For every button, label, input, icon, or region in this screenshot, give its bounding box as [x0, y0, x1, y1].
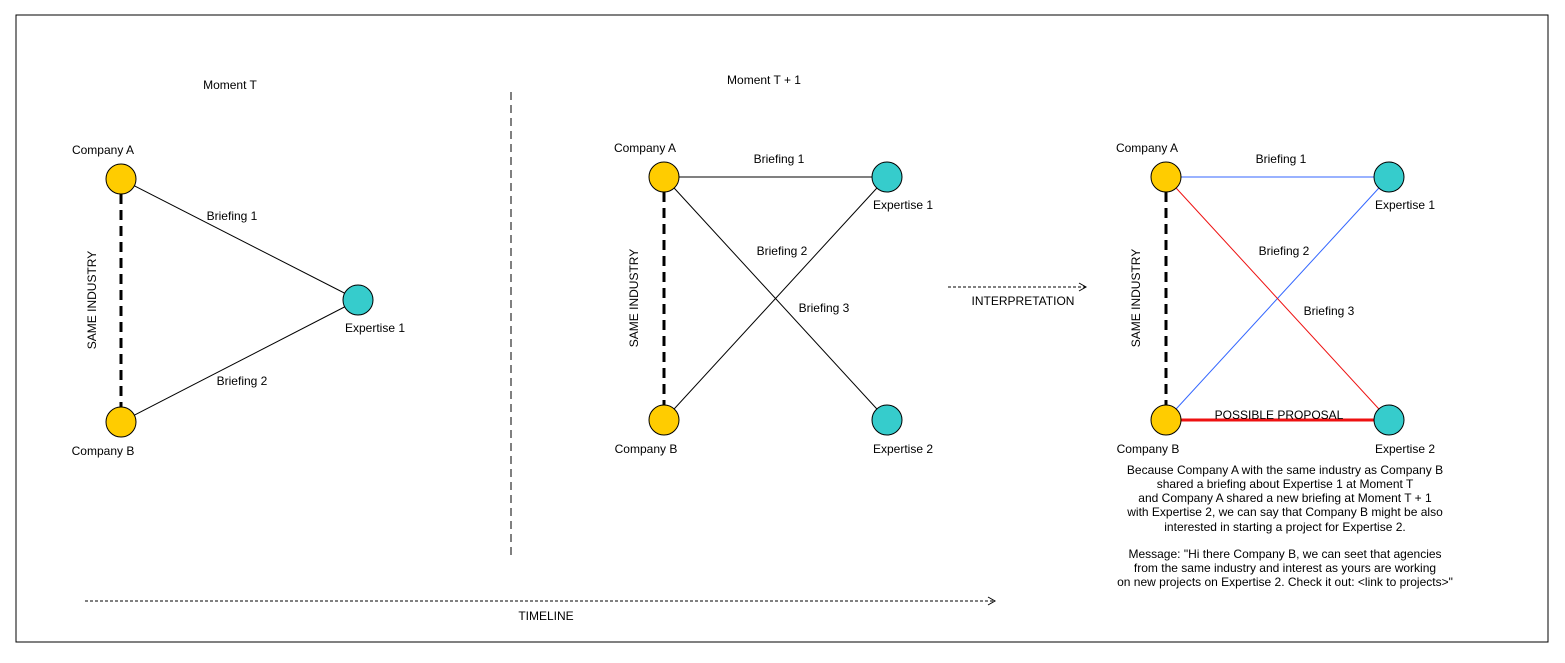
panel2-briefing-3-edge — [663, 176, 888, 421]
panel3-message: Message: "Hi there Company B, we can see… — [1117, 547, 1453, 589]
panel3-company-a-label: Company A — [1116, 141, 1178, 155]
panel2-company-b-label: Company B — [615, 442, 678, 456]
panel2-same-industry-label: SAME INDUSTRY — [627, 249, 641, 347]
panel1-expertise-1-node — [342, 284, 374, 316]
interpretation-label: INTERPRETATION — [972, 294, 1075, 308]
panel3-company-b-label: Company B — [1117, 442, 1180, 456]
panel1-briefing-1-edge — [120, 178, 359, 301]
panel2-expertise-1-node — [871, 161, 903, 193]
panel3-briefing-3-edge — [1165, 176, 1390, 421]
explanation-line: with Expertise 2, we can say that Compan… — [1126, 505, 1443, 519]
panel-interpretation: Company A Company B Expertise 1 Expertis… — [1116, 141, 1453, 589]
panel1-company-b-node — [105, 406, 137, 438]
panel3-company-b-node — [1150, 404, 1182, 436]
explanation-line: interested in starting a project for Exp… — [1164, 520, 1405, 534]
panel1-briefing-1-label: Briefing 1 — [207, 209, 258, 223]
panel1-briefing-2-edge — [120, 299, 359, 423]
panel2-briefing-2-label: Briefing 2 — [757, 244, 808, 258]
panel3-expertise-2-node — [1373, 404, 1405, 436]
panel2-expertise-1-label: Expertise 1 — [873, 198, 933, 212]
message-line: Message: "Hi there Company B, we can see… — [1128, 547, 1441, 561]
explanation-line: and Company A shared a new briefing at M… — [1138, 491, 1432, 505]
panel3-briefing-2-label: Briefing 2 — [1259, 244, 1310, 258]
panel1-company-a-node — [105, 163, 137, 195]
panel2-briefing-3-label: Briefing 3 — [799, 301, 850, 315]
panel3-briefing-1-label: Briefing 1 — [1256, 152, 1307, 166]
panel-moment-t-plus-1: Moment T + 1 Company A Company B Experti… — [614, 73, 933, 456]
panel2-expertise-2-label: Expertise 2 — [873, 442, 933, 456]
panel1-same-industry-label: SAME INDUSTRY — [85, 251, 99, 349]
panel1-company-a-label: Company A — [72, 143, 134, 157]
panel3-explanation: Because Company A with the same industry… — [1126, 463, 1443, 534]
panel2-company-b-node — [648, 404, 680, 436]
panel2-title: Moment T + 1 — [727, 73, 801, 87]
explanation-line: Because Company A with the same industry… — [1127, 463, 1443, 477]
timeline-label: TIMELINE — [518, 609, 573, 623]
panel3-expertise-1-label: Expertise 1 — [1375, 198, 1435, 212]
panel-moment-t: Moment T Company A Company B Expertise 1… — [72, 78, 406, 458]
panel1-company-b-label: Company B — [72, 444, 135, 458]
panel2-expertise-2-node — [871, 404, 903, 436]
explanation-line: shared a briefing about Expertise 1 at M… — [1157, 477, 1414, 491]
panel1-title: Moment T — [203, 78, 257, 92]
diagram-frame — [15, 14, 1549, 643]
panel3-company-a-node — [1150, 161, 1182, 193]
message-line: on new projects on Expertise 2. Check it… — [1117, 575, 1453, 589]
panel2-company-a-node — [648, 161, 680, 193]
message-line: from the same industry and interest as y… — [1134, 561, 1436, 575]
panel3-expertise-2-label: Expertise 2 — [1375, 442, 1435, 456]
panel1-expertise-1-label: Expertise 1 — [345, 321, 405, 335]
panel3-briefing-3-label: Briefing 3 — [1304, 304, 1355, 318]
panel2-briefing-1-label: Briefing 1 — [754, 152, 805, 166]
panel3-expertise-1-node — [1373, 161, 1405, 193]
panel3-same-industry-label: SAME INDUSTRY — [1129, 249, 1143, 347]
panel1-briefing-2-label: Briefing 2 — [217, 374, 268, 388]
panel2-company-a-label: Company A — [614, 141, 676, 155]
panel3-possible-proposal-label: POSSIBLE PROPOSAL — [1215, 408, 1344, 422]
